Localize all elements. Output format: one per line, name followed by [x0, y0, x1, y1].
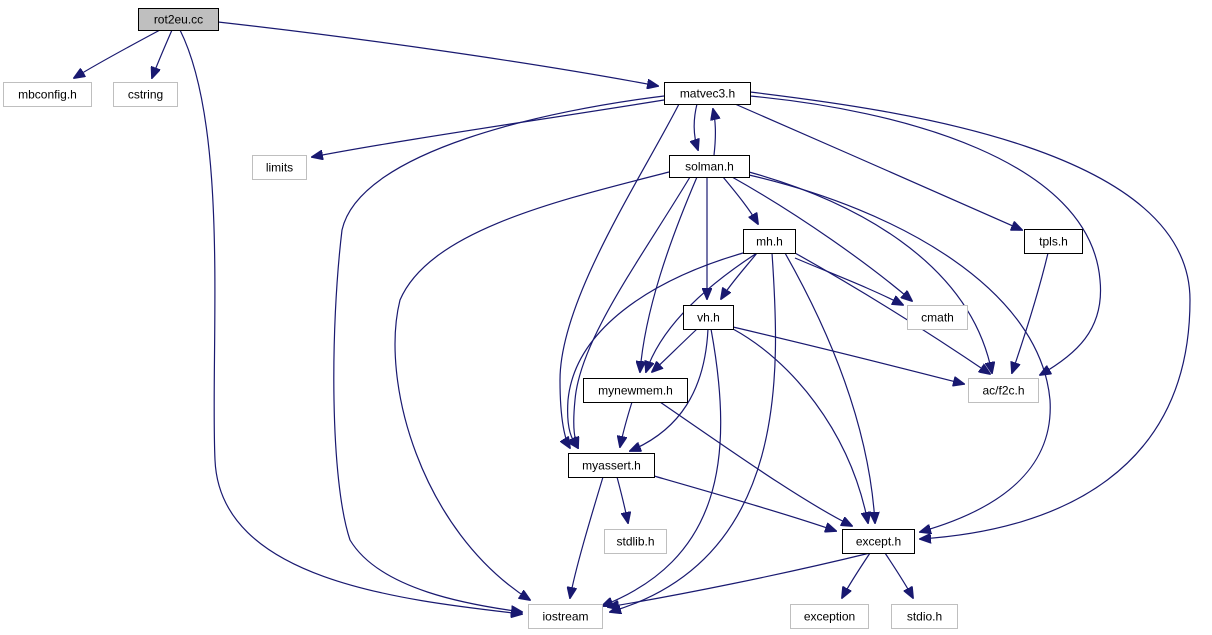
node-label: iostream: [542, 610, 588, 624]
edge-vh-h-to-myassert-h: [630, 328, 709, 451]
node-label: stdlib.h: [616, 535, 654, 549]
node-rot2eu-cc[interactable]: rot2eu.cc: [138, 8, 219, 31]
edge-vh-h-to-iostream: [602, 328, 722, 606]
node-label: tpls.h: [1039, 235, 1068, 249]
node-ac-f2c-h: ac/f2c.h: [968, 378, 1039, 403]
edge-solman-h-to-iostream: [394, 171, 670, 600]
node-label: rot2eu.cc: [154, 13, 203, 27]
node-box: [252, 155, 307, 180]
edge-except-h-to-iostream: [608, 552, 871, 607]
node-label: stdio.h: [907, 610, 942, 624]
edge-mh-h-to-vh-h: [721, 252, 758, 299]
node-label: cstring: [128, 88, 163, 102]
edge-solman-h-to-cmath: [731, 176, 912, 301]
node-mbconfig-h: mbconfig.h: [3, 82, 92, 107]
edge-myassert-h-to-stdlib-h: [616, 476, 628, 523]
node-label: mynewmem.h: [598, 384, 673, 398]
node-box: [568, 453, 655, 478]
node-iostream: iostream: [528, 604, 603, 629]
edge-rot2eu-cc-to-iostream: [179, 29, 522, 614]
node-box: [664, 82, 751, 105]
node-label: except.h: [856, 535, 901, 549]
node-except-h[interactable]: except.h: [842, 529, 915, 554]
node-label: vh.h: [697, 311, 720, 325]
edge-matvec3-h-to-tpls-h: [734, 103, 1022, 230]
node-box: [583, 378, 688, 403]
edge-solman-h-to-matvec3-h: [713, 109, 715, 156]
edge-solman-h-to-myassert-h: [574, 176, 691, 448]
edge-myassert-h-to-iostream: [570, 476, 604, 598]
node-label: cmath: [921, 311, 954, 325]
edge-vh-h-to-ac-f2c-h: [732, 326, 964, 384]
edge-vh-h-to-except-h: [732, 328, 868, 523]
node-limits: limits: [252, 155, 307, 180]
edge-solman-h-to-mynewmem-h: [640, 176, 698, 372]
node-mynewmem-h[interactable]: mynewmem.h: [583, 378, 688, 403]
node-mh-h[interactable]: mh.h: [743, 229, 796, 254]
node-label: myassert.h: [582, 459, 641, 473]
node-solman-h[interactable]: solman.h: [669, 155, 750, 178]
node-label: mh.h: [756, 235, 783, 249]
edge-vh-h-to-mynewmem-h: [652, 328, 698, 372]
edge-tpls-h-to-ac-f2c-h: [1012, 252, 1049, 373]
edge-rot2eu-cc-to-cstring: [152, 29, 173, 78]
edge-myassert-h-to-except-h: [653, 475, 836, 531]
node-box: [113, 82, 178, 107]
node-box: [669, 155, 750, 178]
node-tpls-h[interactable]: tpls.h: [1024, 229, 1083, 254]
node-label: solman.h: [685, 160, 734, 174]
node-cstring: cstring: [113, 82, 178, 107]
edge-mh-h-to-iostream: [610, 252, 777, 612]
edge-except-h-to-exception: [842, 552, 871, 598]
node-box: [138, 8, 219, 31]
node-box: [604, 529, 667, 554]
node-box: [1024, 229, 1083, 254]
node-cmath: cmath: [907, 305, 968, 330]
edge-solman-h-to-except-h: [748, 174, 1051, 532]
node-box: [790, 604, 869, 629]
edge-matvec3-h-to-except-h: [749, 91, 1191, 539]
edge-solman-h-to-ac-f2c-h: [748, 171, 992, 373]
edge-matvec3-h-to-myassert-h: [559, 103, 680, 448]
nodes: rot2eu.cc mbconfig.h cstring matvec3.h limit…: [3, 8, 1083, 629]
node-matvec3-h[interactable]: matvec3.h: [664, 82, 751, 105]
node-label: ac/f2c.h: [982, 384, 1024, 398]
edges: [74, 21, 1191, 614]
node-stdio-h: stdio.h: [891, 604, 958, 629]
edge-matvec3-h-to-iostream: [333, 95, 665, 612]
node-label: mbconfig.h: [18, 88, 77, 102]
edge-rot2eu-cc-to-matvec3-h: [217, 21, 658, 86]
node-box: [528, 604, 603, 629]
edge-mh-h-to-ac-f2c-h: [794, 252, 990, 374]
node-box: [968, 378, 1039, 403]
node-label: matvec3.h: [680, 87, 735, 101]
node-vh-h[interactable]: vh.h: [683, 305, 734, 330]
node-exception: exception: [790, 604, 869, 629]
edge-matvec3-h-to-solman-h: [694, 103, 698, 150]
edge-mh-h-to-myassert-h: [567, 252, 744, 448]
node-label: limits: [266, 161, 293, 175]
node-box: [891, 604, 958, 629]
node-box: [842, 529, 915, 554]
edge-solman-h-to-mh-h: [722, 176, 758, 224]
node-box: [683, 305, 734, 330]
node-stdlib-h: stdlib.h: [604, 529, 667, 554]
node-box: [3, 82, 92, 107]
edge-mh-h-to-cmath: [794, 257, 903, 305]
node-box: [743, 229, 796, 254]
edge-matvec3-h-to-limits: [312, 99, 665, 157]
node-myassert-h[interactable]: myassert.h: [568, 453, 655, 478]
edge-matvec3-h-to-ac-f2c-h: [749, 95, 1102, 375]
node-box: [907, 305, 968, 330]
edge-except-h-to-stdio-h: [884, 552, 913, 598]
edge-mynewmem-h-to-except-h: [659, 401, 852, 526]
node-label: exception: [804, 610, 855, 624]
edge-rot2eu-cc-to-mbconfig-h: [74, 29, 161, 78]
edge-mh-h-to-except-h: [784, 252, 875, 523]
edge-mynewmem-h-to-myassert-h: [620, 401, 633, 447]
